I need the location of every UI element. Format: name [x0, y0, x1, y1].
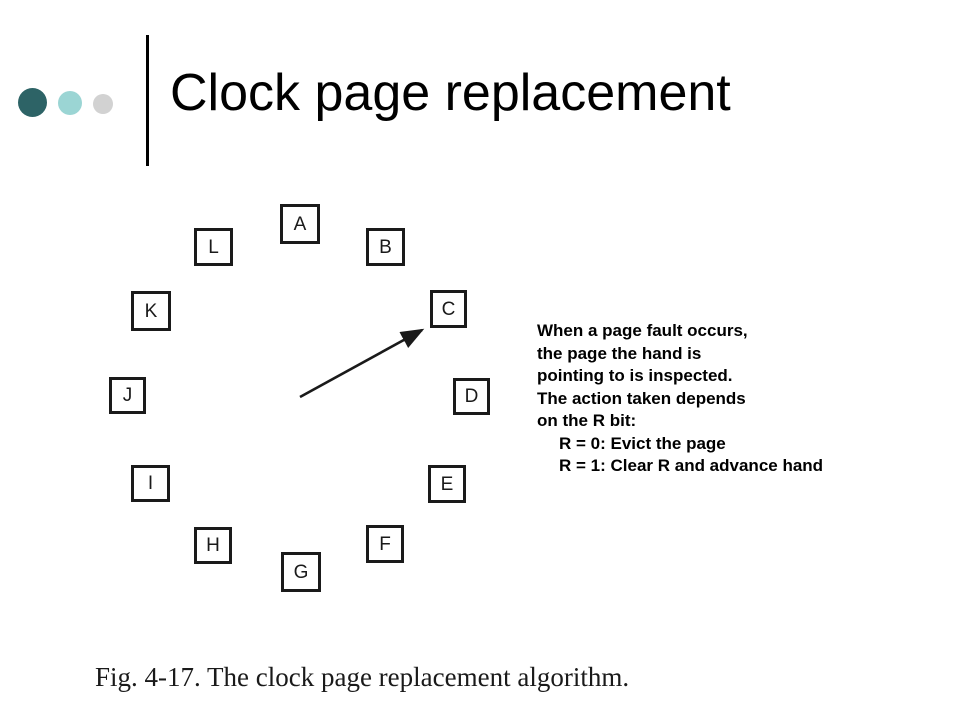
page-frame-l: L: [194, 228, 233, 266]
page-frame-j: J: [109, 377, 146, 414]
clock-hand-arrow: [299, 328, 425, 399]
explanation-line-1: When a page fault occurs,: [537, 321, 748, 340]
page-frame-a: A: [280, 204, 320, 244]
title-divider: [146, 35, 149, 166]
page-frame-f: F: [366, 525, 404, 563]
page-frame-d: D: [453, 378, 490, 415]
explanation-line-6: R = 0: Evict the page: [559, 433, 726, 453]
page-title: Clock page replacement: [170, 64, 731, 122]
decorative-dot-light: [93, 94, 113, 114]
decorative-dot-dark: [18, 88, 47, 117]
decorative-dot-mid: [58, 91, 82, 115]
slide-header: Clock page replacement: [0, 0, 960, 190]
explanation-line-2: the page the hand is: [537, 343, 702, 363]
explanation-line-5: on the R bit:: [537, 411, 637, 430]
figure-caption: Fig. 4-17. The clock page replacement al…: [95, 662, 630, 692]
page-frame-g: G: [281, 552, 321, 592]
explanation-line-4: The action taken depends: [537, 388, 746, 408]
explanation-line-3: pointing to is inspected.: [537, 366, 733, 385]
explanation-line-7: R = 1: Clear R and advance hand: [559, 456, 824, 475]
page-frame-k: K: [131, 291, 171, 331]
explanation-text: When a page fault occurs, the page the ha…: [537, 320, 877, 478]
page-frame-h: H: [194, 527, 232, 564]
page-frame-b: B: [366, 228, 405, 266]
page-frame-i: I: [131, 465, 170, 502]
page-frame-e: E: [428, 465, 466, 503]
page-frame-c: C: [430, 290, 467, 328]
